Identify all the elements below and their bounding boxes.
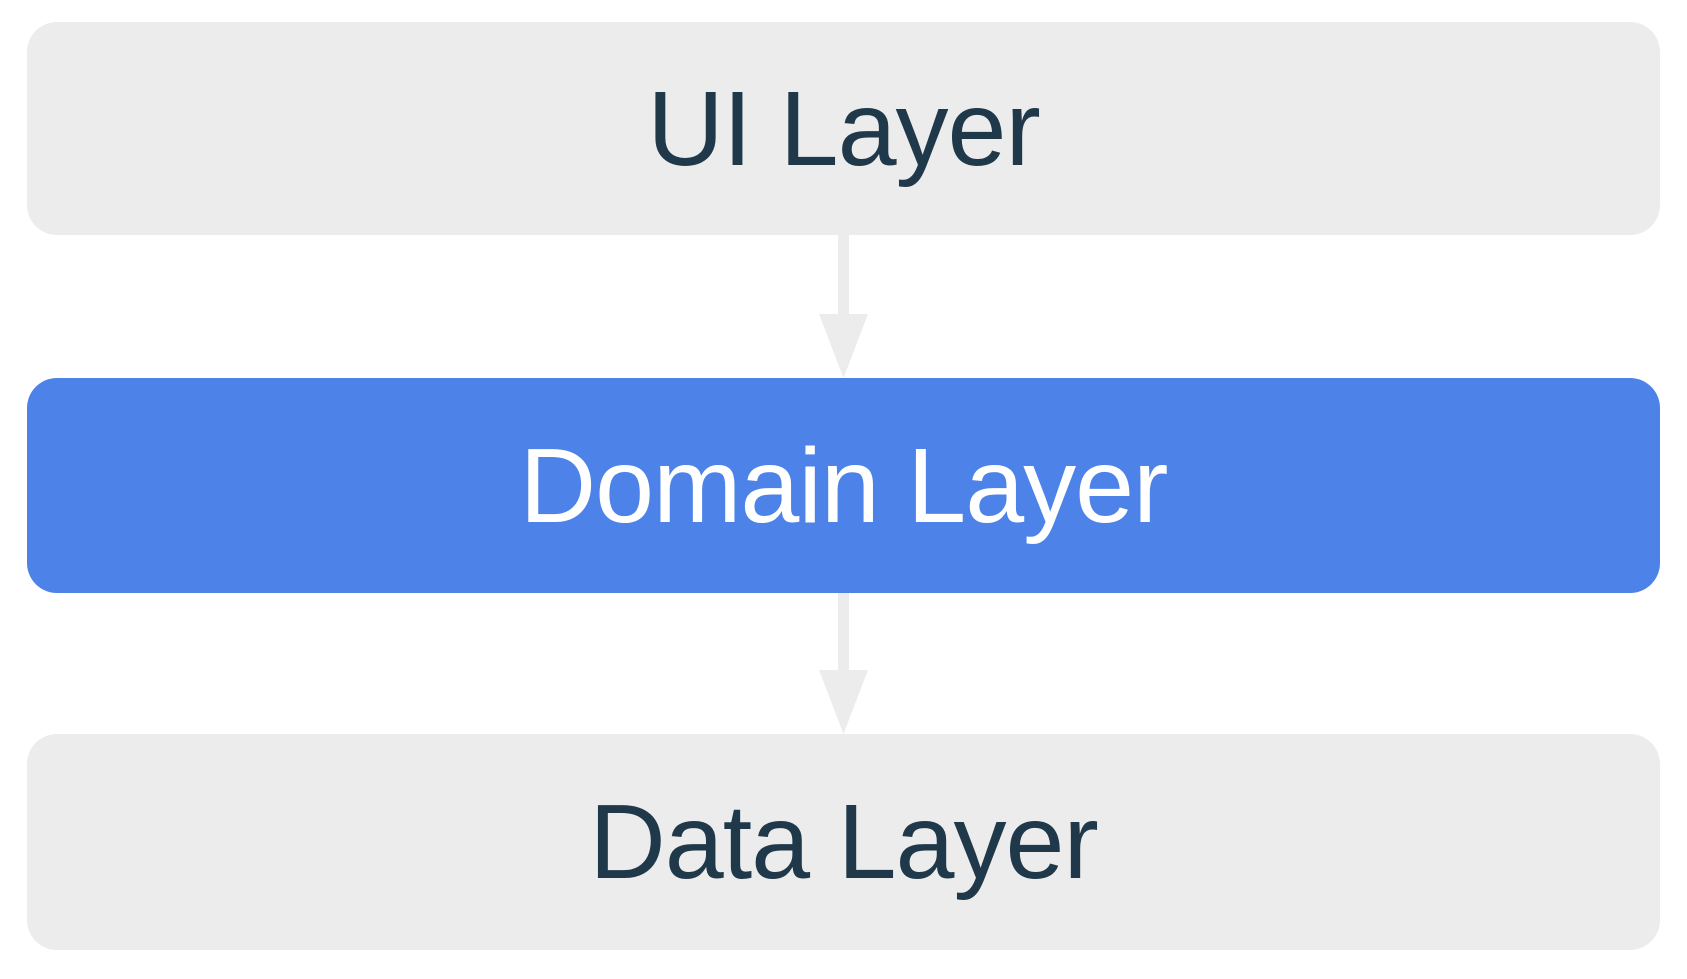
arrow-shaft [838,235,849,319]
arrow-head [819,670,868,734]
layer-label-data: Data Layer [589,783,1099,901]
layer-label-ui: UI Layer [647,69,1041,188]
layer-box-data: Data Layer [27,734,1660,950]
layer-label-domain: Domain Layer [519,426,1169,545]
down-arrow-icon [819,593,868,734]
down-arrow-icon [819,235,868,378]
layer-box-ui: UI Layer [27,22,1660,235]
arrow-shaft [838,593,849,675]
arrow-head [819,314,868,378]
layer-box-domain: Domain Layer [27,378,1660,593]
